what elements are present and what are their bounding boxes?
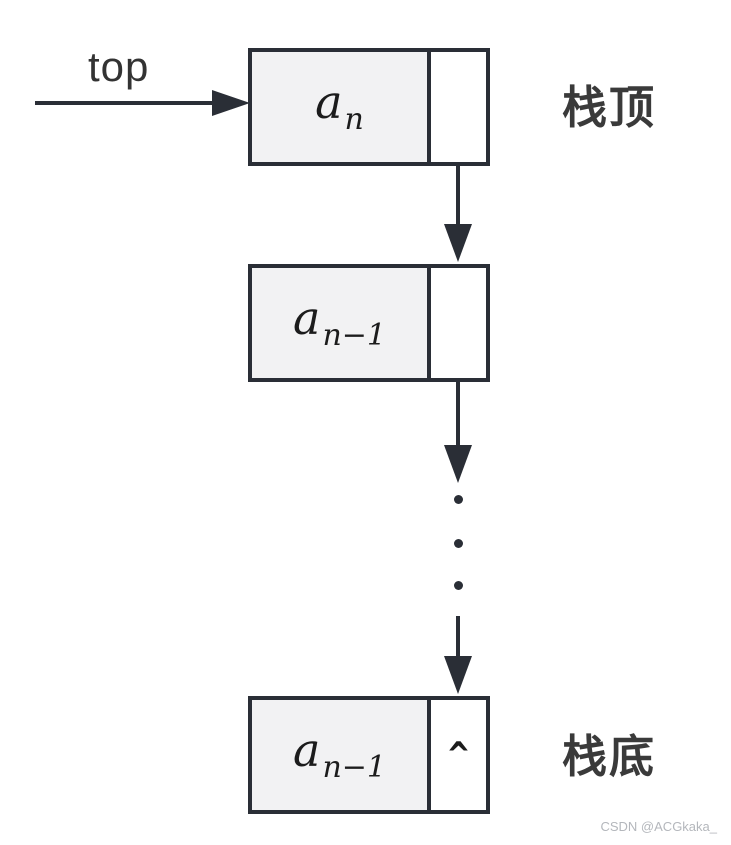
stack-top-label: 栈顶 bbox=[562, 81, 657, 134]
link-arrow-line-2 bbox=[456, 382, 460, 447]
link-arrow-line-3 bbox=[456, 616, 460, 660]
stack-node-middle: an−1 bbox=[248, 264, 490, 382]
node-data-cell: an−1 bbox=[252, 700, 431, 810]
node-null-pointer-value: ^ bbox=[448, 735, 469, 775]
node-pointer-cell: ^ bbox=[431, 700, 486, 810]
top-pointer-arrow-line bbox=[35, 101, 215, 105]
node-data-cell: an−1 bbox=[252, 268, 431, 378]
top-pointer-label: top bbox=[88, 43, 150, 90]
ellipsis-dot bbox=[454, 495, 463, 504]
node-pointer-cell bbox=[431, 52, 486, 162]
link-arrowhead-icon-2 bbox=[444, 445, 472, 483]
watermark-text: CSDN @ACGkaka_ bbox=[600, 819, 717, 834]
node-data-value: an−1 bbox=[293, 723, 386, 785]
stack-bottom-label: 栈底 bbox=[562, 730, 657, 783]
node-pointer-cell bbox=[431, 268, 486, 378]
node-data-cell: an bbox=[252, 52, 431, 162]
stack-node-top: an bbox=[248, 48, 490, 166]
node-data-value: an bbox=[315, 75, 364, 137]
link-arrowhead-icon-3 bbox=[444, 656, 472, 694]
top-pointer-arrowhead-icon bbox=[212, 90, 250, 116]
ellipsis-dot bbox=[454, 539, 463, 548]
ellipsis-dot bbox=[454, 581, 463, 590]
link-arrowhead-icon-1 bbox=[444, 224, 472, 262]
link-arrow-line-1 bbox=[456, 166, 460, 228]
stack-node-bottom: an−1 ^ bbox=[248, 696, 490, 814]
node-data-value: an−1 bbox=[293, 291, 386, 353]
